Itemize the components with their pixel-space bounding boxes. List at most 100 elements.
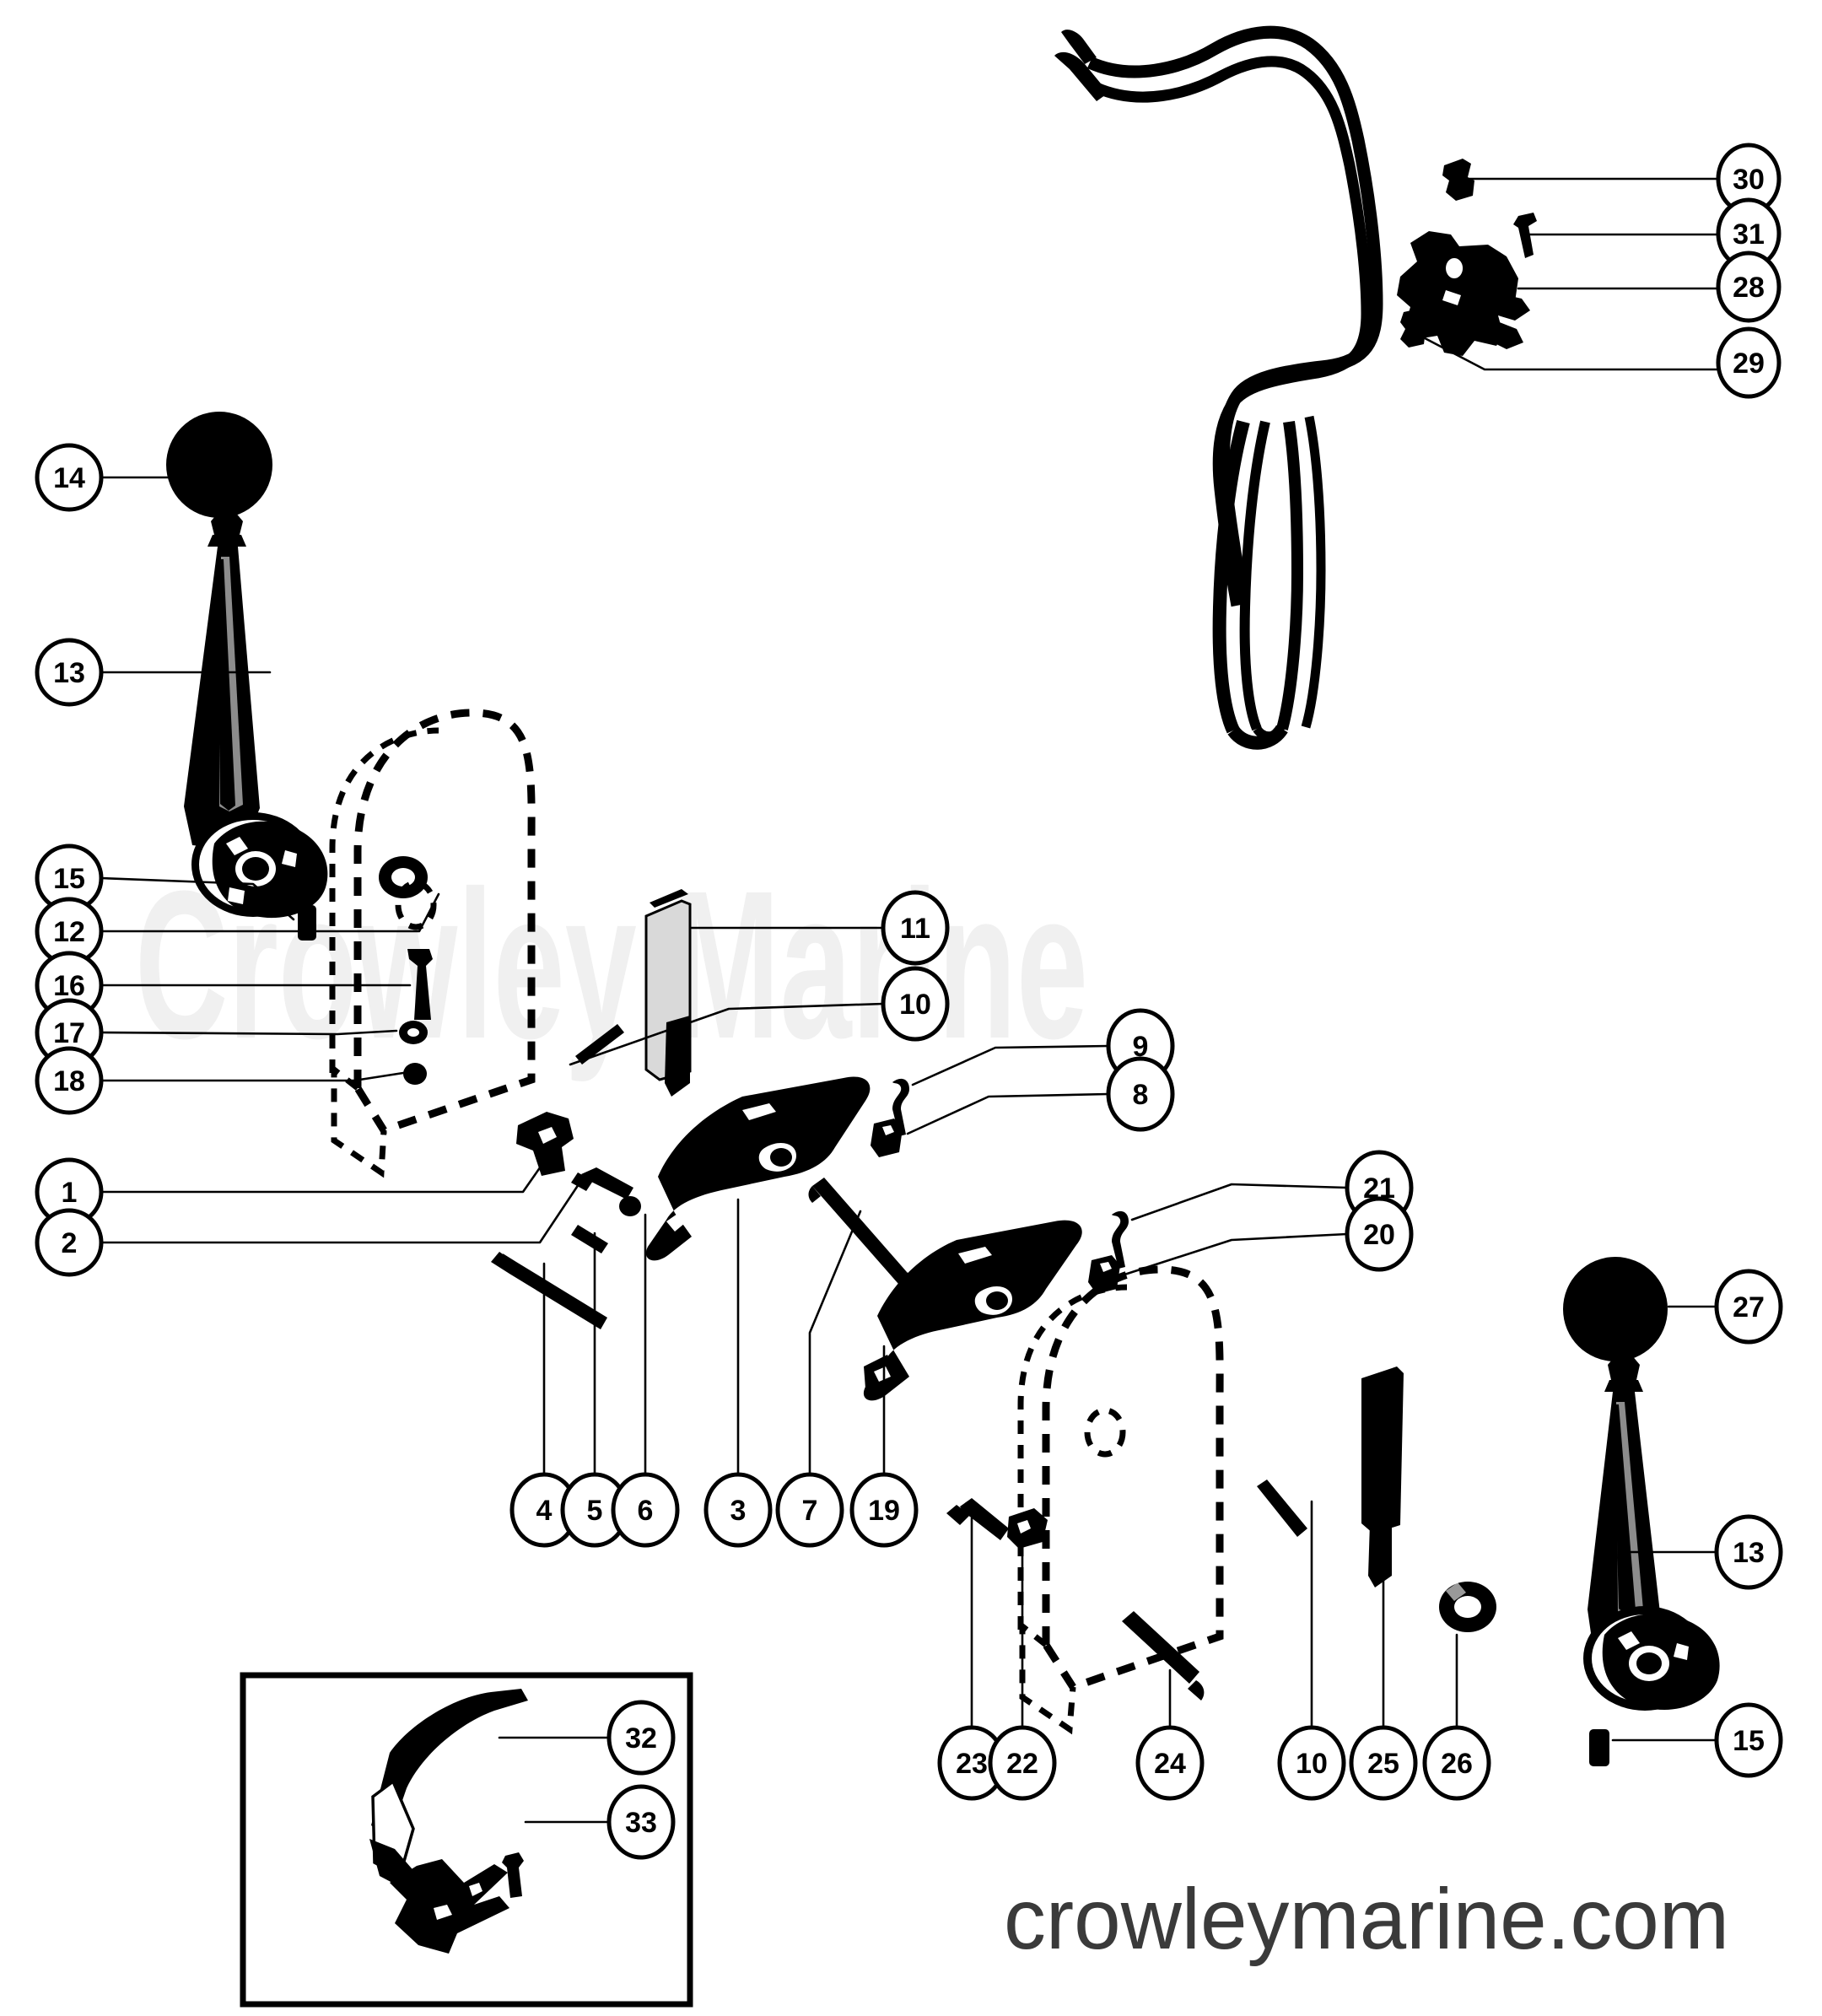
part-stud-22: [1007, 1508, 1048, 1549]
part-pin-10-right: [1257, 1480, 1307, 1537]
callout-bubble-ring: [881, 966, 950, 1042]
callout-bubble-ring: [1135, 1725, 1205, 1801]
callout-bubble-ring: [35, 638, 104, 707]
part-screw-2: [571, 1167, 633, 1199]
callout-number: 14: [53, 462, 85, 494]
callout-15-roll-pin[interactable]: 15: [1714, 1702, 1783, 1778]
leader-1: [100, 1137, 562, 1194]
part-bushing-8: [871, 1119, 903, 1157]
callout-3-lever-arm[interactable]: 3: [703, 1472, 773, 1548]
part-pin-10-left: [575, 1024, 624, 1065]
callout-30-clamp[interactable]: 30: [1716, 143, 1782, 215]
part-spacer-5: [571, 1225, 608, 1253]
bottom-right-parts: [946, 1366, 1496, 1729]
leader-15-left: [100, 876, 295, 921]
callout-number: 4: [536, 1495, 553, 1527]
callout-13-control-handle[interactable]: 13: [35, 638, 104, 707]
callout-number: 30: [1733, 164, 1765, 196]
callout-bubble-ring: [35, 1046, 104, 1115]
callout-bubble-ring: [849, 1472, 919, 1548]
part-shaft-7: [808, 1178, 914, 1291]
callout-bubble-ring: [1422, 1725, 1491, 1801]
callout-20-bushing[interactable]: 20: [1345, 1196, 1414, 1272]
callout-number: 19: [868, 1495, 900, 1527]
callout-7-shaft[interactable]: 7: [775, 1472, 844, 1548]
callout-bubble-ring: [1277, 1725, 1346, 1801]
callout-number: 23: [956, 1748, 988, 1780]
part-screw-23: [946, 1498, 1009, 1540]
part-bushing-12: [379, 856, 428, 898]
callout-number: 27: [1733, 1291, 1765, 1323]
callout-number: 3: [730, 1495, 747, 1527]
callout-bubble-ring: [988, 1725, 1057, 1801]
callout-bubble-ring: [881, 890, 950, 966]
callout-bubble-ring: [1106, 1056, 1175, 1132]
callout-32-cable-boot[interactable]: 32: [606, 1700, 676, 1776]
callout-6-washer[interactable]: 6: [611, 1472, 680, 1548]
callout-11-plate[interactable]: 11: [881, 890, 950, 966]
callout-bubble-ring: [606, 1700, 676, 1776]
callout-25-plate[interactable]: 25: [1349, 1725, 1418, 1801]
callout-number: 17: [53, 1017, 85, 1049]
callout-10-pin[interactable]: 10: [1277, 1725, 1346, 1801]
callout-bubble-ring: [703, 1472, 773, 1548]
callout-16-screw[interactable]: 16: [35, 951, 104, 1020]
callout-number: 18: [53, 1065, 85, 1097]
footer-url-watermark: crowleymarine.com: [1004, 1871, 1729, 1967]
callout-14-handle-knob[interactable]: 14: [35, 443, 104, 512]
callout-number: 7: [802, 1495, 818, 1527]
callout-number: 13: [1733, 1537, 1765, 1569]
leader-20: [1120, 1232, 1349, 1277]
part-screw-33: [502, 1852, 524, 1898]
callout-26-bushing[interactable]: 26: [1422, 1725, 1491, 1801]
callout-bubble-ring: [1716, 326, 1782, 399]
callout-24-pin[interactable]: 24: [1135, 1725, 1205, 1801]
part-plate-11: [644, 889, 692, 1097]
part-knob-14: [166, 412, 272, 518]
callout-17-washer[interactable]: 17: [35, 998, 104, 1067]
callout-18-nut[interactable]: 18: [35, 1046, 104, 1115]
callout-number: 20: [1363, 1219, 1395, 1251]
callout-2-screw[interactable]: 2: [35, 1208, 104, 1277]
callout-number: 9: [1133, 1031, 1149, 1063]
callout-29-terminal[interactable]: 29: [1716, 326, 1782, 399]
callout-31-screw[interactable]: 31: [1716, 197, 1782, 270]
callout-number: 22: [1006, 1748, 1038, 1780]
callout-19-lever-arm[interactable]: 19: [849, 1472, 919, 1548]
wire-harness-group: [1054, 25, 1718, 750]
callout-number: 5: [587, 1495, 603, 1527]
part-washer-17: [399, 1021, 428, 1044]
callout-33-screw[interactable]: 33: [606, 1784, 676, 1860]
callout-12-bushing[interactable]: 12: [35, 897, 104, 966]
callout-15-roll-pin[interactable]: 15: [35, 844, 104, 913]
callout-13-control-handle[interactable]: 13: [1714, 1514, 1783, 1590]
callout-8-bushing[interactable]: 8: [1106, 1056, 1175, 1132]
callout-27-handle-knob[interactable]: 27: [1714, 1269, 1783, 1345]
callout-bubble-ring: [1345, 1196, 1414, 1272]
callout-23-screw[interactable]: 23: [937, 1725, 1006, 1801]
callout-22-stud[interactable]: 22: [988, 1725, 1057, 1801]
part-clamp-30: [1442, 159, 1474, 201]
part-lever-arm-3: [645, 1076, 871, 1261]
leader-2: [100, 1178, 584, 1244]
part-switch-28: [1397, 231, 1530, 356]
leader-29: [1409, 329, 1718, 371]
callout-28-switch-assembly[interactable]: 28: [1716, 251, 1782, 323]
callout-number: 13: [53, 657, 85, 689]
callout-number: 10: [899, 989, 931, 1021]
leader-8: [906, 1092, 1110, 1135]
callout-number: 25: [1367, 1748, 1399, 1780]
inset-detail-box: [240, 1672, 693, 2008]
callout-number: 1: [62, 1177, 78, 1209]
housing-cover-left: [329, 709, 536, 1178]
part-handle-13-left: [184, 511, 328, 919]
callout-number: 24: [1154, 1748, 1186, 1780]
callout-10-pin[interactable]: 10: [881, 966, 950, 1042]
part-balljoint-1: [516, 1112, 574, 1176]
callout-number: 16: [53, 970, 85, 1002]
callout-number: 29: [1733, 348, 1765, 380]
callout-bubble-ring: [35, 1208, 104, 1277]
part-rollpin-15-right: [1589, 1729, 1609, 1766]
part-terminal-29: [1400, 309, 1426, 348]
part-rollpin-15-left: [298, 905, 316, 941]
